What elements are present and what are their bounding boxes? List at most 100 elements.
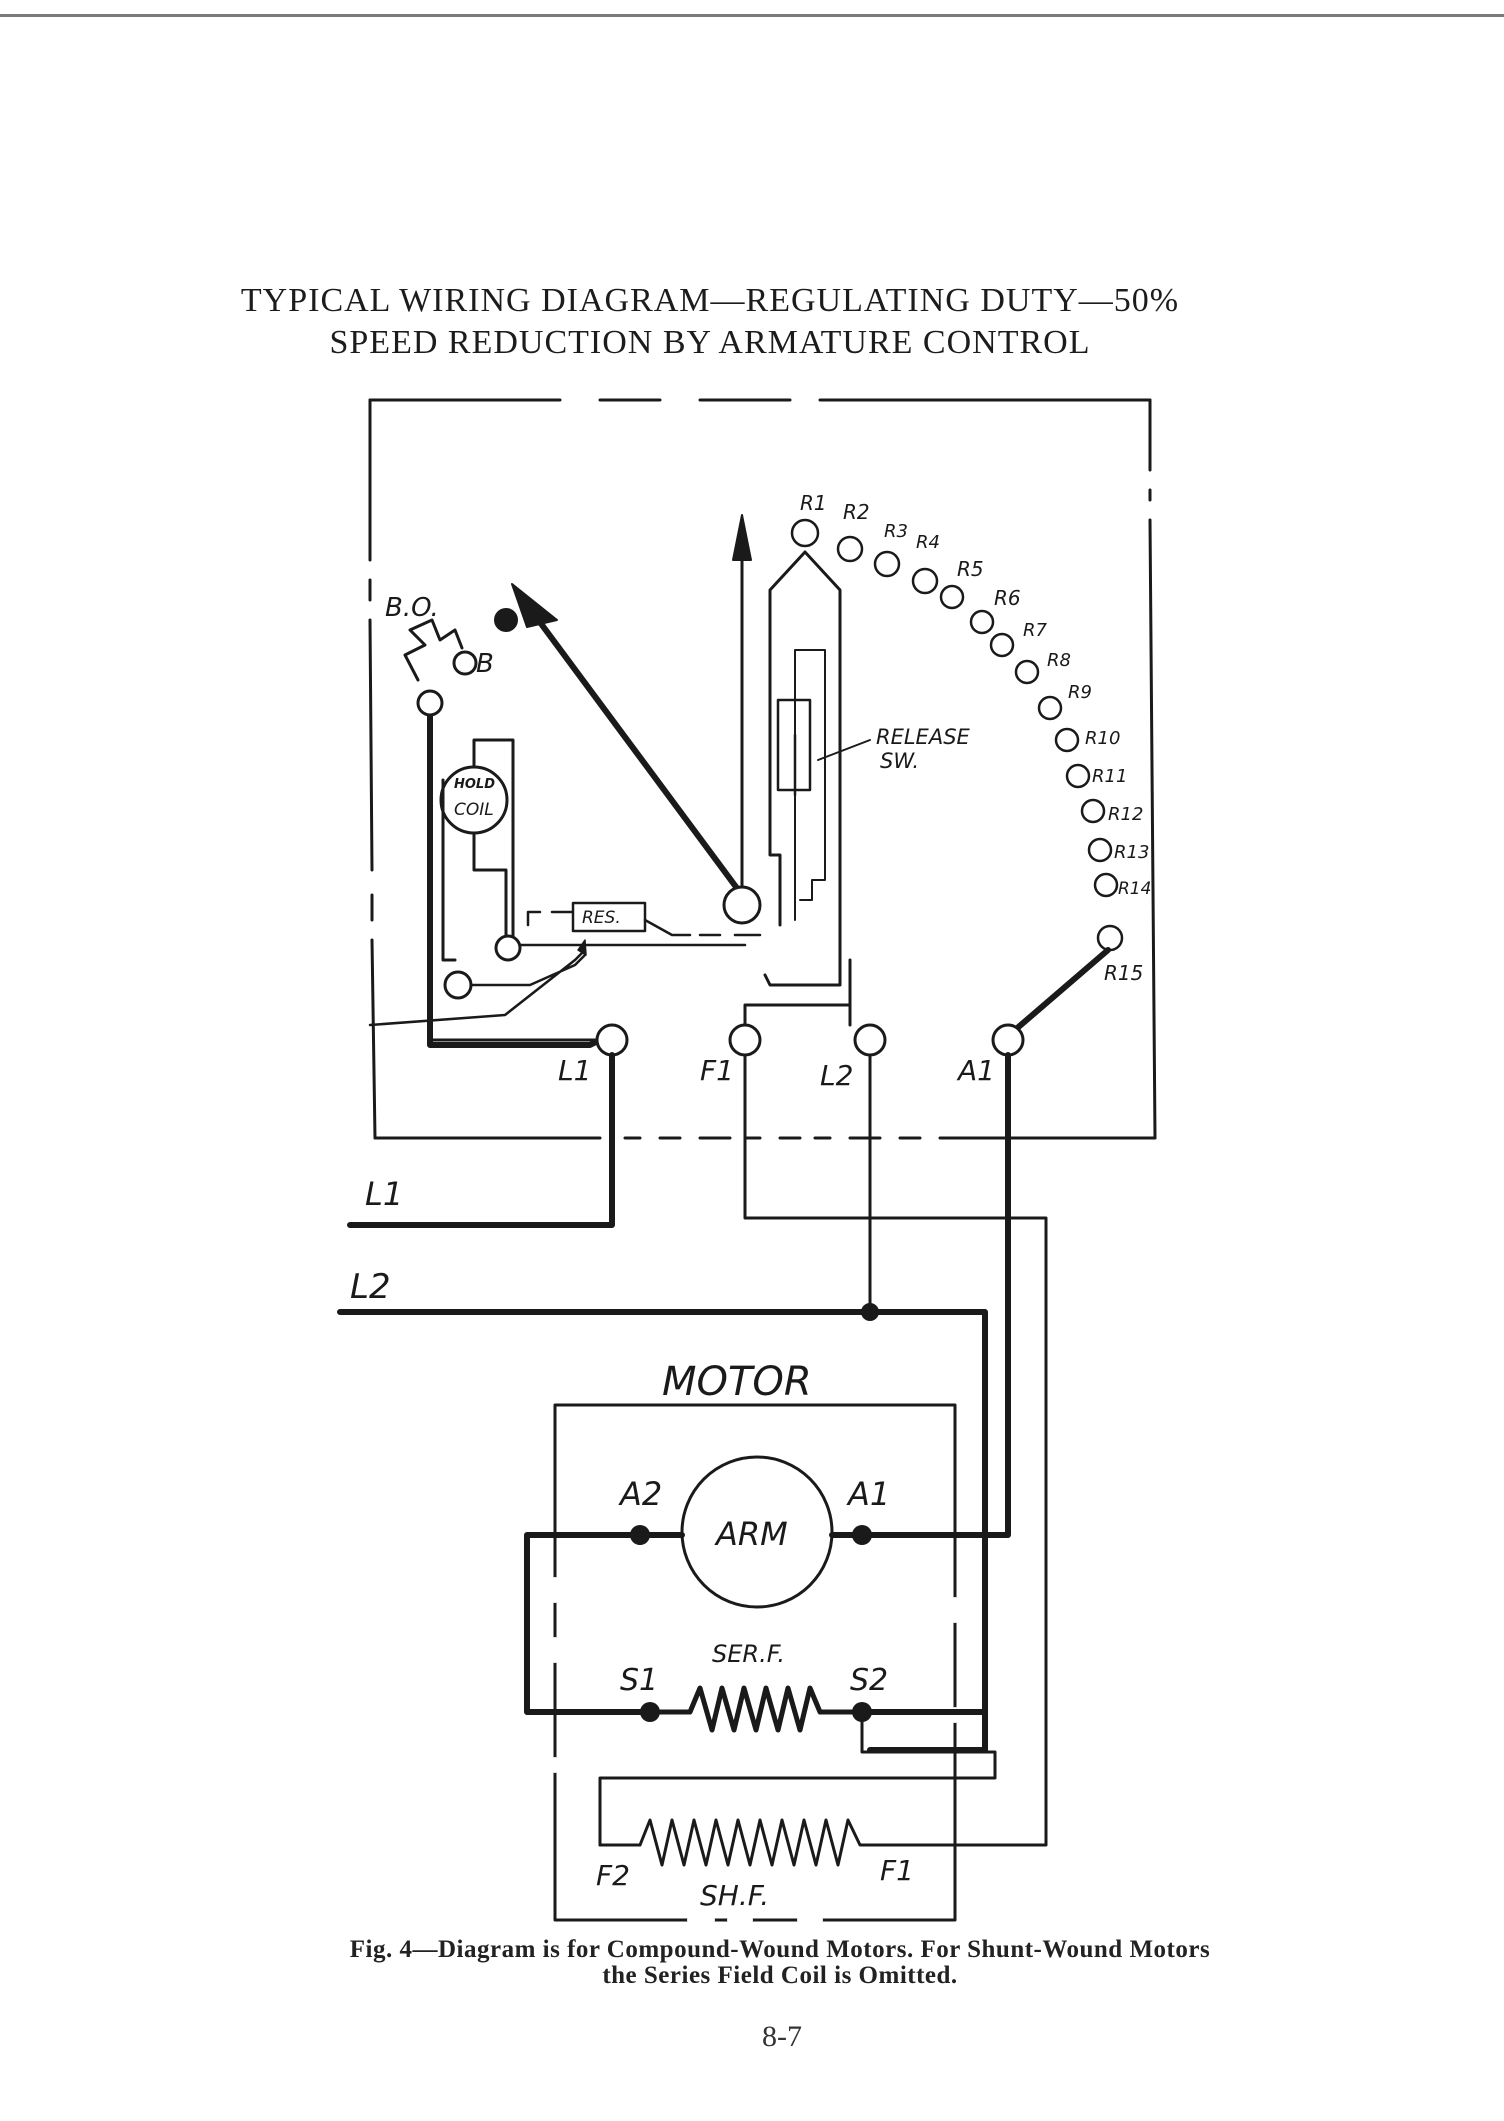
- tap-label-r15: R15: [1104, 961, 1143, 985]
- release-switch-leader: [817, 739, 871, 761]
- tap-label-r11: R11: [1092, 766, 1127, 787]
- f1-line: [743, 1053, 1048, 1847]
- shunt-field-coil: [598, 1818, 872, 1867]
- label-arm: ARM: [714, 1515, 788, 1553]
- tap-r14: [1093, 872, 1119, 898]
- b-terminal-circle: [452, 650, 478, 676]
- l1-line: [347, 1052, 615, 1228]
- label-a1-motor: A1: [846, 1475, 890, 1513]
- tap-label-r2: R2: [843, 500, 870, 524]
- label-coil: COIL: [454, 800, 494, 820]
- tap-r15: [1096, 924, 1124, 952]
- l2-junction-dot: [861, 1303, 879, 1321]
- terminal-l2: [853, 1023, 887, 1057]
- res-leads: [368, 943, 747, 1027]
- page-number: 8-7: [762, 2020, 802, 2053]
- label-terminal-l2: L2: [820, 1059, 853, 1092]
- tap-label-r6: R6: [994, 586, 1021, 610]
- terminal-f1: [728, 1023, 762, 1057]
- label-terminal-f1: F1: [700, 1054, 734, 1087]
- tap-r1: [790, 518, 820, 548]
- contact-arm-inner: [794, 649, 826, 921]
- tap-label-r3: R3: [884, 521, 908, 542]
- tap-r7: [989, 632, 1015, 658]
- release-switch: [776, 698, 812, 797]
- tap-label-r13: R13: [1114, 842, 1149, 863]
- tap-r5: [939, 584, 965, 610]
- s1-dot: [640, 1702, 660, 1722]
- diagram-title-line-1: TYPICAL WIRING DIAGRAM—REGULATING DUTY—5…: [240, 282, 1180, 319]
- res-arrow: [577, 939, 587, 956]
- res-wiring: [526, 910, 762, 937]
- armature-wiring: [427, 697, 603, 1048]
- tap-r9: [1037, 695, 1063, 721]
- f1-l2-bus: [743, 958, 852, 1027]
- controller-enclosure: [368, 398, 1157, 1140]
- hold-contact-circle: [494, 934, 522, 962]
- r15-to-a1-wire: [1012, 947, 1111, 1033]
- tap-r6: [969, 609, 995, 635]
- blowout-coil: [403, 618, 464, 682]
- l2-line: [337, 1309, 988, 1753]
- contact-arm: [763, 550, 842, 987]
- res-box: [571, 901, 647, 933]
- rheostat-arm-arrowhead: [511, 583, 558, 628]
- tap-label-r12: R12: [1108, 804, 1143, 825]
- label-f1-motor: F1: [880, 1854, 914, 1887]
- label-release-sw: SW.: [880, 749, 919, 773]
- terminal-l1: [595, 1023, 629, 1057]
- label-b: B: [476, 649, 494, 679]
- tap-label-r9: R9: [1068, 682, 1092, 703]
- series-field-coil: [647, 1685, 865, 1733]
- motor-enclosure: [553, 1403, 957, 1922]
- controller-terminals: [416, 650, 1025, 1057]
- tap-label-r8: R8: [1047, 650, 1071, 671]
- shunt-loop: [598, 1710, 997, 1847]
- tap-label-r14: R14: [1118, 879, 1151, 899]
- armature-series-loop: [524, 1532, 653, 1715]
- diagram-title-line-2: SPEED REDUCTION BY ARMATURE CONTROL: [329, 324, 1091, 361]
- label-terminal-a1: A1: [956, 1054, 995, 1087]
- figure-caption-line-1: Fig. 4—Diagram is for Compound-Wound Mot…: [349, 1936, 1211, 1963]
- rheostat-arrowhead: [732, 514, 752, 561]
- a1-line: [859, 1052, 1011, 1538]
- tap-label-r1: R1: [800, 491, 827, 515]
- tap-label-r5: R5: [957, 557, 984, 581]
- label-shf: SH.F.: [700, 1879, 769, 1912]
- tap-label-r7: R7: [1023, 620, 1048, 641]
- tap-r13: [1087, 837, 1113, 863]
- rheostat-arm: [519, 595, 745, 898]
- bo-contact-dot: [494, 608, 518, 632]
- tap-r11: [1065, 763, 1091, 789]
- tap-r8: [1014, 659, 1040, 685]
- label-a2: A2: [618, 1475, 662, 1513]
- bo-terminal-circle: [416, 689, 444, 717]
- pivot-circle: [722, 885, 762, 925]
- a1-dot: [852, 1525, 872, 1545]
- label-s2: S2: [850, 1663, 888, 1698]
- label-f2: F2: [596, 1859, 630, 1892]
- tap-label-r10: R10: [1085, 728, 1120, 749]
- tap-r10: [1054, 727, 1080, 753]
- label-release: RELEASE: [876, 725, 971, 749]
- tap-r12: [1080, 798, 1106, 824]
- tap-label-r4: R4: [916, 532, 940, 553]
- tap-r3: [873, 550, 901, 578]
- label-s1: S1: [620, 1663, 658, 1698]
- label-motor: MOTOR: [662, 1359, 812, 1405]
- a2-dot: [630, 1525, 650, 1545]
- figure-caption-line-2: the Series Field Coil is Omitted.: [602, 1962, 958, 1989]
- label-hold: HOLD: [454, 777, 495, 792]
- tap-r4: [911, 567, 939, 595]
- label-line-l1: L1: [365, 1175, 403, 1213]
- label-line-l2: L2: [350, 1267, 391, 1307]
- label-bo: B.O.: [385, 593, 439, 623]
- lower-contact-circle: [443, 970, 473, 1000]
- label-terminal-l1: L1: [558, 1054, 591, 1087]
- label-serf: SER.F.: [712, 1640, 785, 1668]
- tap-r2: [836, 535, 864, 563]
- label-res: RES.: [582, 908, 621, 928]
- top-rule: [0, 14, 1504, 17]
- terminal-a1: [991, 1023, 1025, 1057]
